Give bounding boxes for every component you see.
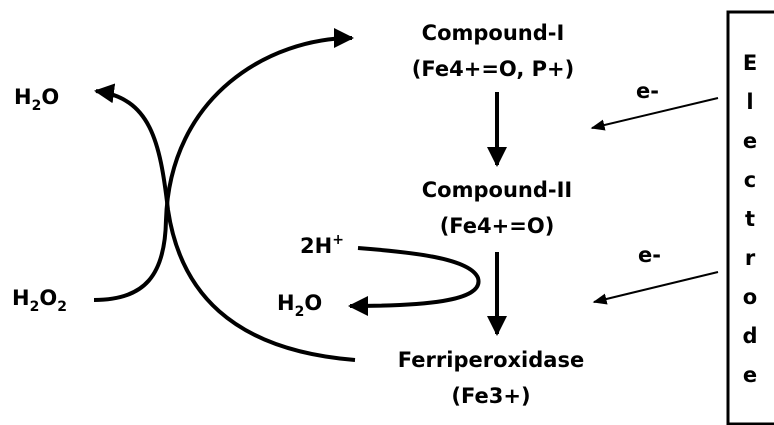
electrode-letter: t — [745, 207, 755, 231]
electron-arrow-top — [590, 97, 719, 131]
electrode-letter: d — [742, 324, 757, 348]
protons-label: 2H+ — [300, 232, 344, 258]
electron-arrow-bottom — [592, 271, 719, 305]
curve-protons-to-water — [348, 246, 481, 316]
electrode-box: E l e c t r o d e — [726, 10, 774, 425]
curve-h2o2-to-compound1 — [93, 28, 354, 302]
inner-water-label: H2O — [277, 291, 322, 320]
left-water-label: H2O — [14, 85, 59, 114]
compound-2-name: Compound-II — [422, 178, 572, 202]
electrode-letter: r — [745, 246, 756, 270]
electrode-letter: e — [743, 363, 757, 387]
electron-label-bottom: e- — [638, 243, 661, 267]
ferriperoxidase-name: Ferriperoxidase — [398, 348, 584, 372]
compound-1-name: Compound-I — [422, 21, 565, 45]
electrode-letter: E — [743, 51, 757, 75]
electrode-letter: o — [743, 285, 757, 309]
ferriperoxidase-state: (Fe3+) — [451, 384, 530, 408]
compound-1-state: (Fe4+=O, P+) — [412, 57, 574, 81]
electron-label-top: e- — [636, 79, 659, 103]
electrode-letter: e — [743, 129, 757, 153]
electrode-letter: c — [744, 168, 756, 192]
hydrogen-peroxide-label: H2O2 — [12, 286, 67, 315]
curve-ferriperoxidase-to-h2o — [94, 83, 356, 362]
compound-2-state: (Fe4+=O) — [440, 214, 555, 238]
electrode-letter: l — [746, 90, 753, 114]
